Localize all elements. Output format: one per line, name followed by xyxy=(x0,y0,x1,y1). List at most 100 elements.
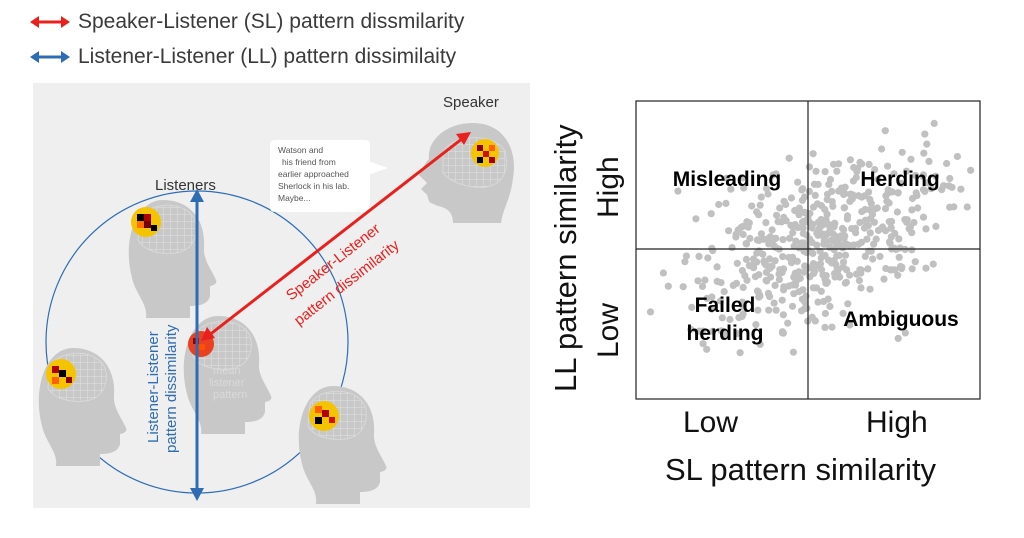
scatter-point xyxy=(768,262,776,270)
scatter-point xyxy=(713,263,721,271)
scatter-point xyxy=(882,192,890,200)
scatter-point xyxy=(765,306,773,314)
scatter-point xyxy=(773,211,781,219)
scatter-point xyxy=(769,171,777,179)
scatter-point xyxy=(770,299,778,307)
scatter-point xyxy=(927,185,935,193)
scatter-point xyxy=(688,303,696,311)
scatter-point xyxy=(733,259,741,267)
legend-sl: Speaker-Listener (SL) pattern dissmilari… xyxy=(30,10,464,34)
scatter-point xyxy=(819,271,827,279)
scatter-point xyxy=(743,218,751,226)
speaker-label: Speaker xyxy=(443,94,499,111)
y-axis-high: High xyxy=(592,156,625,218)
listeners-label: Listeners xyxy=(155,177,216,194)
scatter-point xyxy=(820,232,828,241)
scatter-point xyxy=(849,177,858,185)
quadrant-label-misleading: Misleading xyxy=(672,168,782,191)
scatter-point xyxy=(923,140,931,148)
scatter-point xyxy=(810,269,818,278)
scatter-point xyxy=(861,252,869,260)
scatter-point xyxy=(922,264,930,272)
scatter-point xyxy=(905,225,913,233)
scatter-point xyxy=(880,275,888,283)
scatter-point xyxy=(886,239,894,247)
scatter-point xyxy=(930,119,938,127)
scatter-point xyxy=(805,187,813,195)
mean-pattern-line-2: listener xyxy=(209,377,245,389)
scatter-point xyxy=(766,255,774,263)
scatter-point xyxy=(785,154,793,162)
scatter-point xyxy=(761,259,769,267)
scatter-point xyxy=(957,185,965,193)
scatter-point xyxy=(902,167,911,175)
scatter-point xyxy=(739,302,747,310)
scatter-point xyxy=(893,208,902,216)
scatter-point xyxy=(805,264,813,272)
listener-speaker-diagram: Speaker Watson and his friend from earli… xyxy=(33,83,530,508)
scatter-point xyxy=(854,192,863,200)
scatter-point xyxy=(753,287,762,295)
listener-head-icon xyxy=(298,386,387,504)
scatter-point xyxy=(817,254,825,262)
scatter-point xyxy=(767,273,775,281)
scatter-point xyxy=(833,167,841,175)
scatter-point xyxy=(805,163,814,171)
scatter-point xyxy=(738,174,747,182)
scatter-point xyxy=(739,230,747,239)
scatter-point xyxy=(830,270,839,278)
scatter-point xyxy=(895,253,903,261)
scatter-point xyxy=(779,253,787,261)
scatter-point xyxy=(754,306,762,314)
speech-bubble: Watson and his friend from earlier appro… xyxy=(270,140,388,212)
scatter-point xyxy=(848,195,857,203)
scatter-point xyxy=(701,276,709,284)
scatter-point xyxy=(809,150,817,158)
scatter-point xyxy=(740,184,748,192)
scatter-point xyxy=(800,193,809,201)
scatter-point xyxy=(816,260,825,268)
scatter-point xyxy=(872,235,880,243)
scatter-point xyxy=(715,200,723,209)
scatter-point xyxy=(790,290,798,298)
scatter-point xyxy=(898,148,906,156)
scatter-point xyxy=(921,130,929,138)
scatter-point xyxy=(897,179,906,187)
scatter-point xyxy=(919,213,928,221)
scatter-point xyxy=(732,230,740,238)
scatter-point xyxy=(925,157,933,165)
bubble-line-3: earlier approached xyxy=(278,169,349,179)
scatter-point xyxy=(835,187,843,195)
scatter-point xyxy=(728,244,736,252)
scatter-point xyxy=(674,187,682,195)
scatter-point xyxy=(814,180,822,188)
scatter-point xyxy=(887,223,895,232)
legend-sl-label: Speaker-Listener (SL) pattern dissmilari… xyxy=(78,10,465,33)
scatter-point xyxy=(823,190,832,198)
scatter-point xyxy=(866,195,874,203)
scatter-point xyxy=(727,185,735,193)
scatter-point xyxy=(733,330,741,338)
failed-line: Failed xyxy=(694,294,756,317)
scatter-point xyxy=(901,329,909,337)
scatter-point xyxy=(861,224,869,232)
scatter-point xyxy=(699,340,707,348)
scatter-point xyxy=(682,252,691,260)
scatter-point xyxy=(885,199,893,207)
scatter-point xyxy=(726,315,734,324)
scatter-point xyxy=(882,264,890,273)
scatter-point xyxy=(718,314,726,322)
scatter-point xyxy=(791,206,799,215)
listener-head-icon xyxy=(128,200,217,318)
scatter-point xyxy=(846,321,854,329)
scatter-point xyxy=(738,312,746,320)
quadrant-label-failed-herding: Failed herding xyxy=(665,292,785,348)
scatter-point xyxy=(856,218,864,227)
scatter-point xyxy=(862,219,870,227)
scatter-point xyxy=(695,327,703,335)
sl-arrow xyxy=(201,132,471,341)
scatter-point xyxy=(721,330,730,338)
scatter-point xyxy=(784,319,792,327)
scatter-point xyxy=(708,293,716,301)
scatter-point xyxy=(946,174,954,183)
